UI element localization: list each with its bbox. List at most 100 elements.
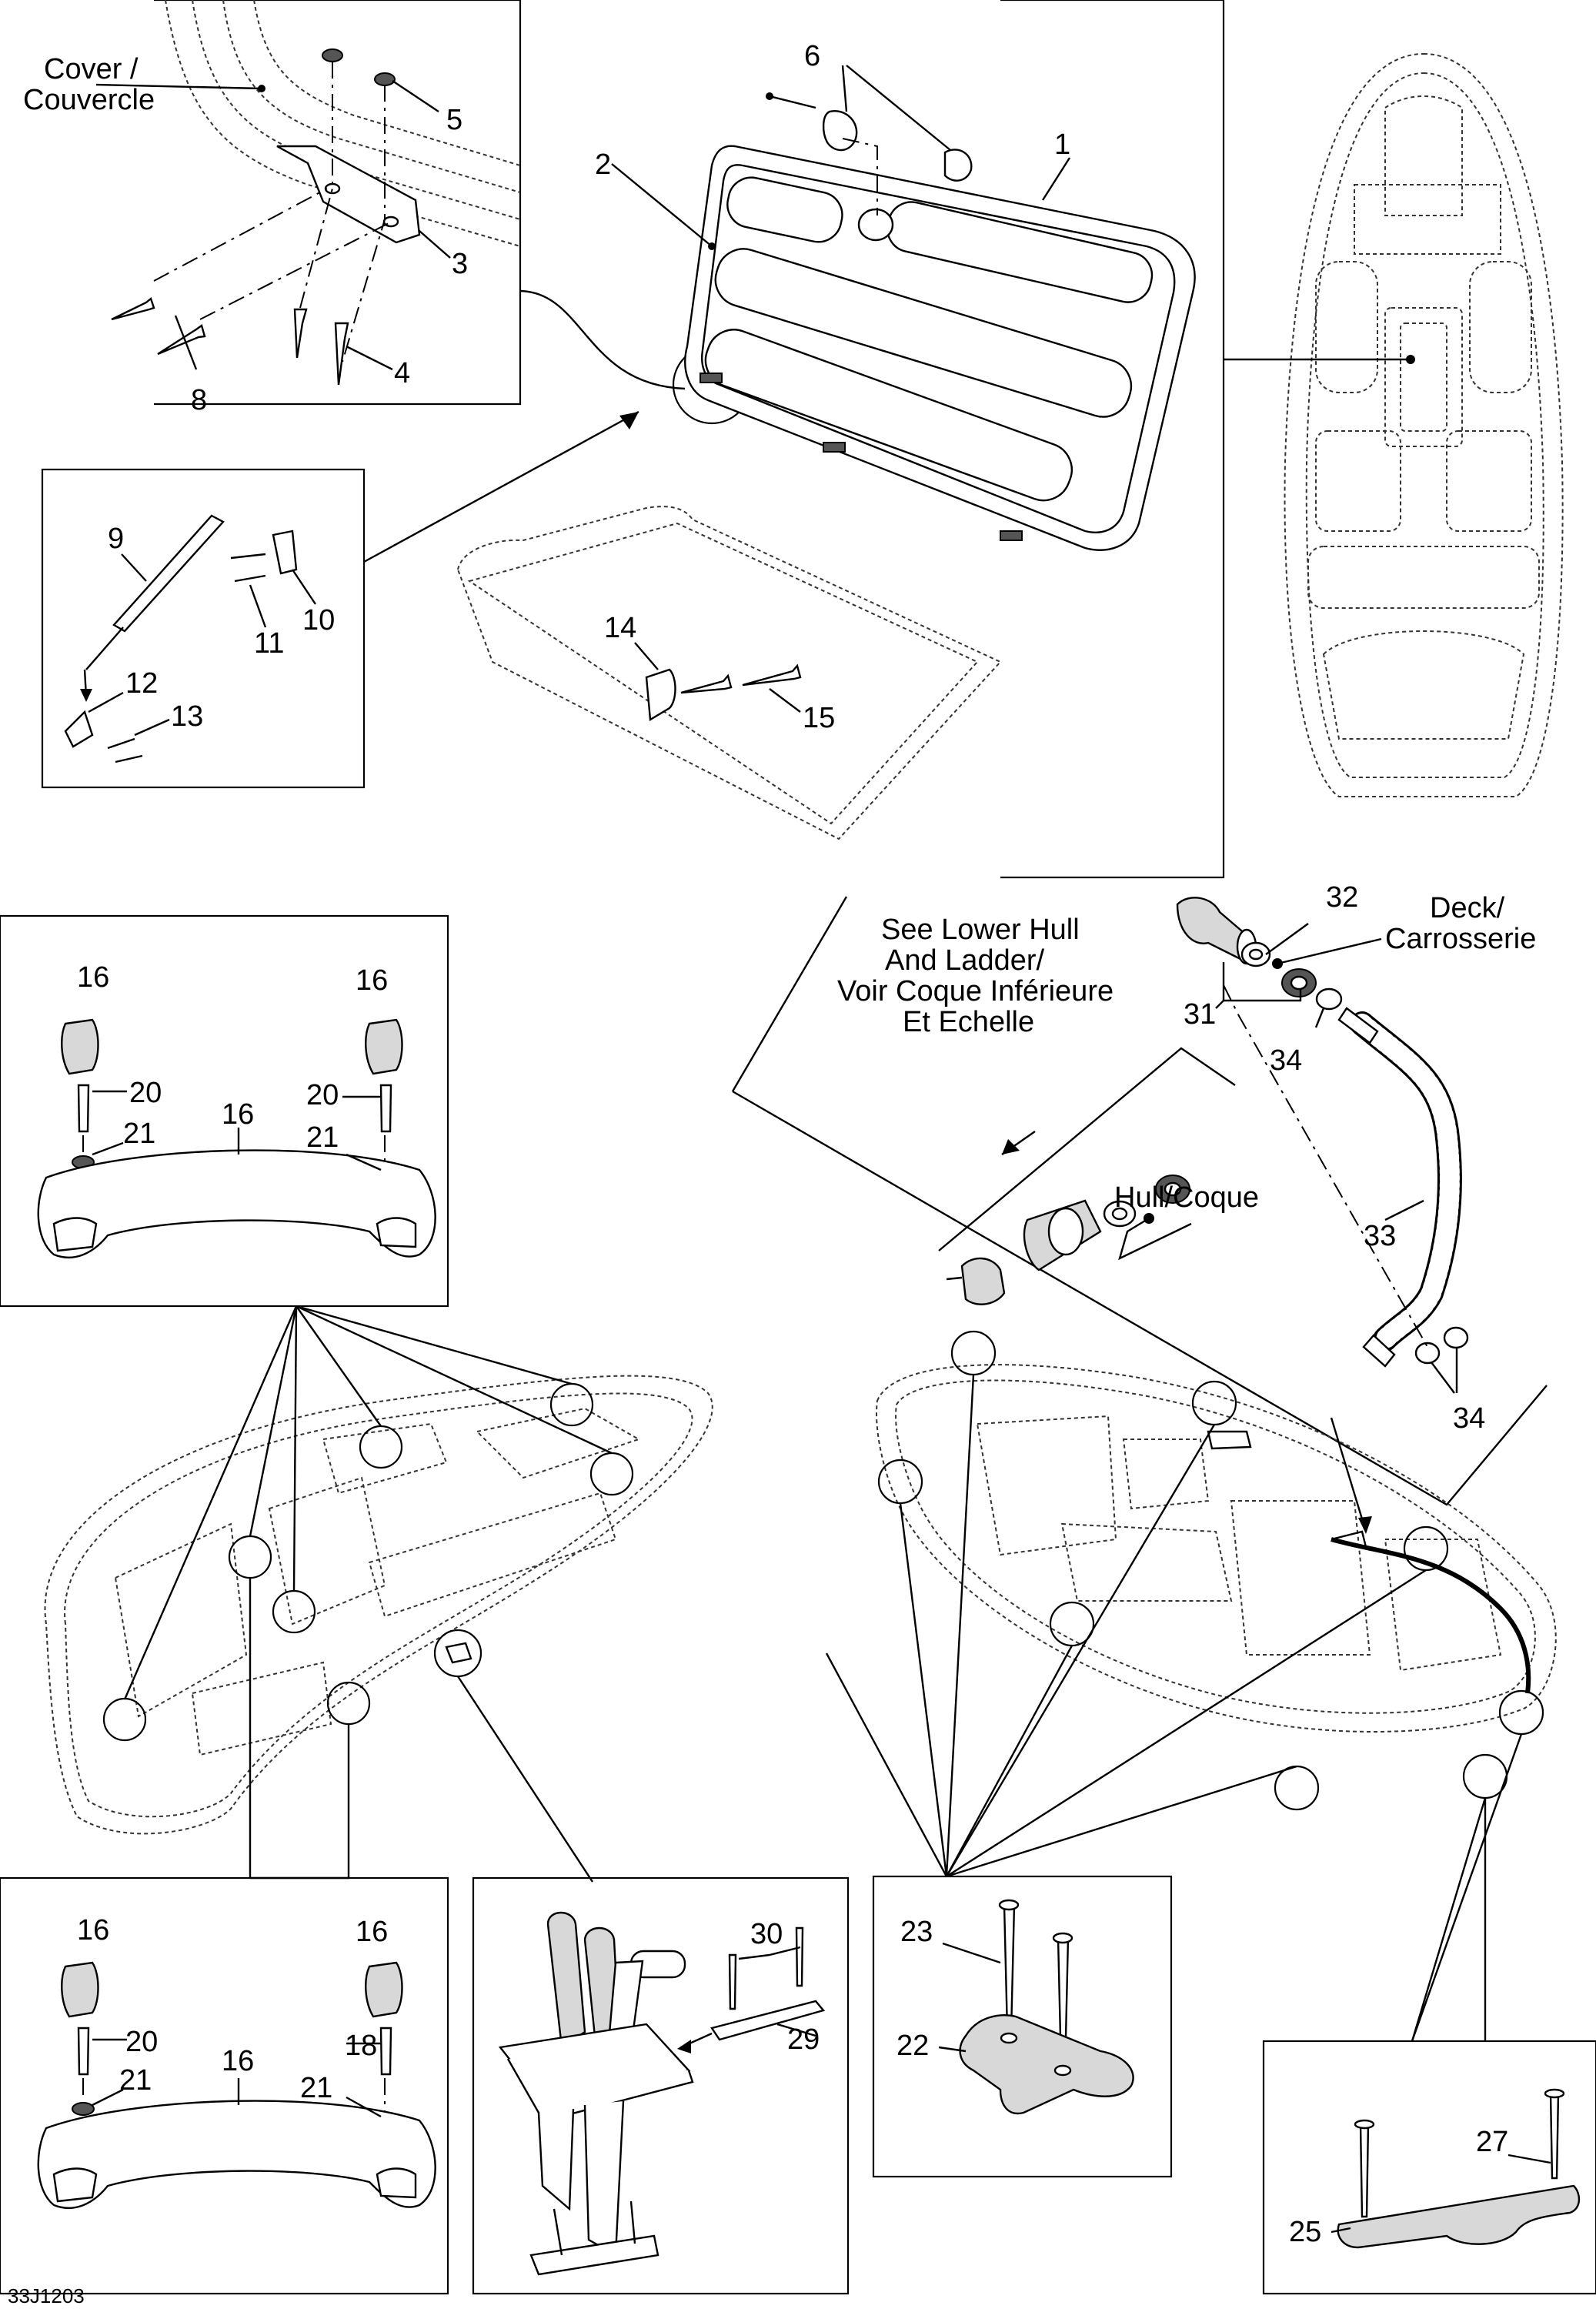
hull-fitting — [960, 1257, 1006, 1305]
drain-fittings: See Lower Hull And Ladder/ Voir Coque In… — [731, 881, 1548, 1506]
callout-23: 23 — [900, 1916, 933, 1948]
see-lower-hull-label: And Ladder/ — [885, 944, 1044, 977]
screw — [379, 2027, 392, 2076]
rivet — [334, 322, 349, 386]
callout-20: 20 — [306, 1079, 339, 1111]
callout-16: 16 — [77, 961, 109, 994]
gas-spring-detail: 9 10 11 12 13 — [41, 410, 639, 789]
see-lower-hull-label-fr: Voir Coque Inférieure — [837, 975, 1114, 1007]
callout-21: 21 — [123, 1118, 155, 1150]
grab-handle — [37, 1149, 436, 1258]
callout-10: 10 — [302, 604, 335, 637]
see-lower-hull-label-fr: Et Echelle — [903, 1006, 1034, 1038]
cover-label-fr: Couvercle — [23, 84, 155, 116]
throttle-lever — [546, 1911, 586, 2050]
deck-label: Deck/ — [1430, 892, 1505, 924]
hatch-opening: 14 15 — [456, 506, 1002, 840]
grab-handle — [37, 2100, 436, 2209]
callout-16: 16 — [77, 1914, 109, 1946]
callout-16: 16 — [222, 1098, 254, 1131]
callout-11: 11 — [254, 627, 284, 660]
mounting-plate — [710, 2000, 826, 2041]
washer — [374, 72, 396, 86]
cap — [365, 1018, 403, 1075]
callout-4: 4 — [394, 357, 410, 389]
bracket — [272, 530, 298, 575]
callout-21: 21 — [300, 2072, 332, 2104]
screw — [728, 1953, 737, 2010]
deck-label-fr: Carrosserie — [1385, 923, 1536, 955]
callout-15: 15 — [803, 702, 835, 734]
boat-top-view — [1224, 52, 1564, 797]
washer — [322, 48, 343, 62]
callout-29: 29 — [787, 2023, 820, 2056]
drain-fitting — [1176, 897, 1248, 960]
callout-20: 20 — [129, 1077, 162, 1109]
callout-32: 32 — [1326, 881, 1358, 914]
callout-9: 9 — [108, 523, 124, 555]
cover-label: Cover / — [44, 53, 139, 85]
callout-34: 34 — [1270, 1044, 1302, 1077]
grab-handle-detail-lower: 16 16 16 20 18 21 21 — [0, 1876, 449, 2295]
screw — [1003, 1903, 1016, 2033]
rivet — [742, 663, 802, 687]
callout-16: 16 — [356, 1916, 388, 1948]
grab-rail — [1337, 2184, 1581, 2249]
throttle-control-detail: 30 29 — [472, 1876, 850, 2295]
callout-16: 16 — [222, 2045, 254, 2077]
screw — [77, 1084, 90, 1133]
cleat-detail: 23 22 — [872, 1875, 1173, 2178]
callout-33: 33 — [1364, 1220, 1396, 1252]
cap — [61, 1961, 99, 2018]
latch — [822, 110, 858, 152]
hinge-bracket — [276, 145, 421, 244]
callout-5: 5 — [446, 104, 462, 136]
callout-34: 34 — [1453, 1402, 1485, 1435]
callout-6: 6 — [804, 40, 820, 72]
callout-20: 20 — [125, 2026, 158, 2058]
deck-left-view — [44, 1305, 713, 1883]
screw — [77, 2027, 90, 2076]
callout-21: 21 — [119, 2064, 152, 2097]
callout-22: 22 — [896, 2030, 929, 2062]
clamp — [1443, 1326, 1469, 1349]
hatch-cover — [684, 145, 1196, 551]
callout-21: 21 — [306, 1121, 339, 1154]
cap — [365, 1961, 403, 2018]
storage-hatch-assembly: 6 1 2 — [595, 0, 1225, 879]
clamp — [1414, 1342, 1441, 1365]
rivet — [157, 324, 206, 356]
callout-31: 31 — [1184, 998, 1216, 1031]
grab-rail-detail: 27 25 — [1262, 2040, 1596, 2295]
rivet — [111, 296, 155, 321]
latch — [943, 149, 973, 182]
callout-1: 1 — [1054, 129, 1070, 161]
ladder-cable — [1331, 1537, 1531, 1694]
callout-16: 16 — [356, 964, 388, 997]
cleat — [959, 2014, 1134, 2115]
callout-25: 25 — [1289, 2216, 1321, 2248]
see-lower-hull-label: See Lower Hull — [881, 914, 1080, 946]
catch — [645, 668, 676, 722]
callout-3: 3 — [452, 248, 468, 280]
callout-30: 30 — [750, 1918, 783, 1950]
screw — [1359, 2123, 1370, 2218]
rivet — [293, 308, 308, 359]
washer — [72, 2102, 95, 2116]
callout-8: 8 — [191, 384, 207, 416]
bracket — [64, 710, 94, 748]
callout-13: 13 — [171, 700, 203, 733]
callout-18: 18 — [345, 2030, 377, 2062]
clamp — [1315, 987, 1343, 1011]
screw — [795, 1926, 804, 1987]
cover-hinge-detail: Cover / Couvercle 5 3 4 8 — [23, 0, 522, 416]
cap — [61, 1018, 99, 1075]
callout-27: 27 — [1476, 2126, 1508, 2158]
callout-2: 2 — [595, 149, 611, 181]
screw — [379, 1084, 392, 1133]
deck-right-view — [825, 1330, 1557, 2042]
rivet — [680, 673, 733, 694]
callout-14: 14 — [604, 612, 636, 644]
hull-label: Hull/Coque — [1114, 1181, 1259, 1214]
